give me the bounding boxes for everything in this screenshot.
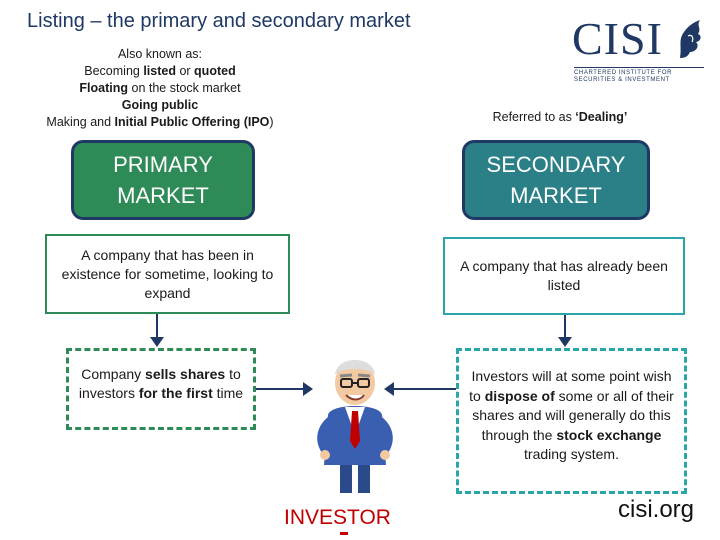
- primary-detail-box: Company sells shares to investors for th…: [66, 348, 256, 430]
- arrow-left-icon: [150, 314, 164, 347]
- arrow-right-icon: [558, 315, 572, 347]
- investor-label: INVESTOR: [284, 506, 391, 530]
- investor-cartoon-icon: [300, 345, 410, 495]
- investor-label-cutoff: [340, 532, 348, 535]
- website-url[interactable]: cisi.org: [618, 496, 694, 524]
- secondary-detail-box: Investors will at some point wish to dis…: [456, 348, 687, 494]
